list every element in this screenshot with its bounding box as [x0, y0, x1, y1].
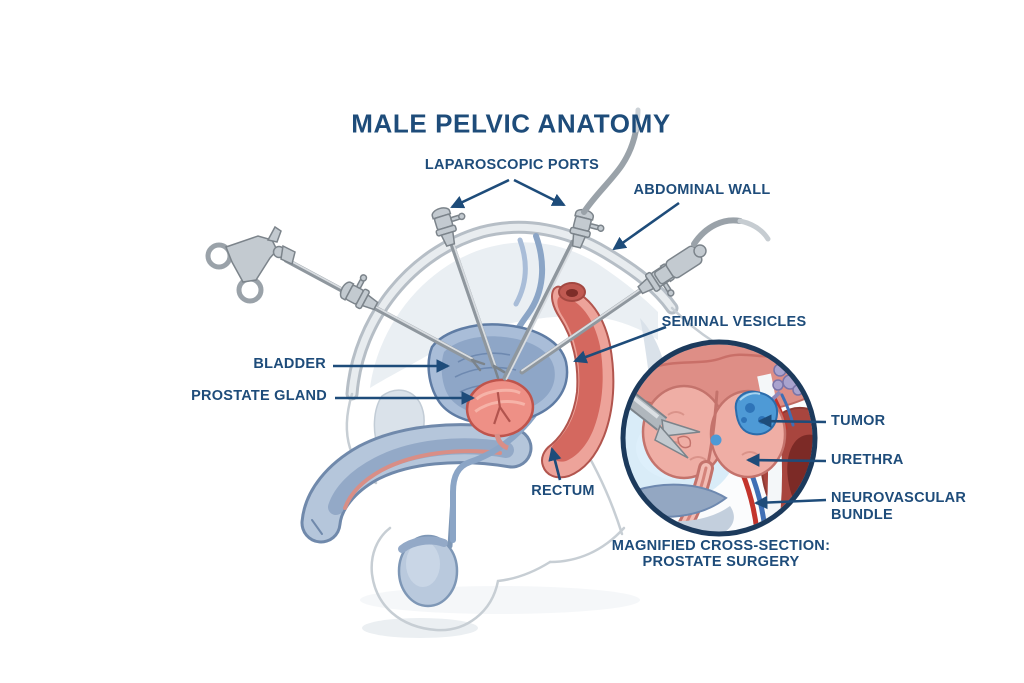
inset-caption-line2: PROSTATE SURGERY	[642, 553, 800, 570]
scrotum-outline	[370, 526, 552, 632]
label-prostate-gland: PROSTATE GLAND	[191, 388, 327, 405]
label-bladder: BLADDER	[253, 356, 326, 373]
abdominal-wall-arrow	[612, 201, 680, 251]
inset-caption: MAGNIFIED CROSS-SECTION: PROSTATE SURGER…	[611, 538, 831, 571]
prostate-shape	[465, 378, 535, 438]
tumor-shape	[734, 390, 779, 436]
seminal-vesicles-arrow	[573, 325, 667, 364]
camera-shaft	[519, 281, 653, 375]
label-neurovascular-bundle: NEUROVASCULAR BUNDLE	[831, 490, 967, 524]
scope-cable	[581, 107, 641, 215]
neurovascular-arrow	[753, 495, 827, 510]
pelvic-cavity-wash	[370, 242, 658, 388]
rectum-shape	[541, 282, 615, 479]
page-title: MALE PELVIC ANATOMY	[351, 108, 671, 139]
port-b-shaft	[502, 239, 576, 381]
label-abdominal-wall: ABDOMINAL WALL	[633, 182, 771, 199]
inset-caption-line1: MAGNIFIED CROSS-SECTION:	[611, 538, 831, 554]
rectum-arrow	[548, 447, 562, 481]
inset-circle	[620, 339, 818, 537]
urethra-arrow	[745, 453, 827, 467]
camera-scope-icon	[654, 217, 771, 285]
label-tumor: TUMOR	[831, 413, 886, 430]
label-laparoscopic-ports: LAPAROSCOPIC PORTS	[424, 157, 600, 174]
port-a-shaft	[449, 241, 497, 369]
label-rectum: RECTUM	[531, 483, 595, 500]
leader-arrows	[333, 178, 827, 510]
label-seminal-vesicles: SEMINAL VESICLES	[661, 314, 807, 331]
urethra-main-shape	[494, 433, 509, 451]
testicle-shape	[397, 495, 459, 608]
grasper-shaft	[283, 257, 475, 363]
tumor-arrow	[757, 414, 827, 428]
grasper-instrument-icon	[205, 225, 296, 304]
instruments	[205, 107, 771, 381]
ports-right-arrow	[513, 178, 566, 207]
label-urethra: URETHRA	[831, 452, 904, 469]
penis-shape	[300, 423, 533, 544]
ports-left-arrow	[450, 178, 510, 209]
